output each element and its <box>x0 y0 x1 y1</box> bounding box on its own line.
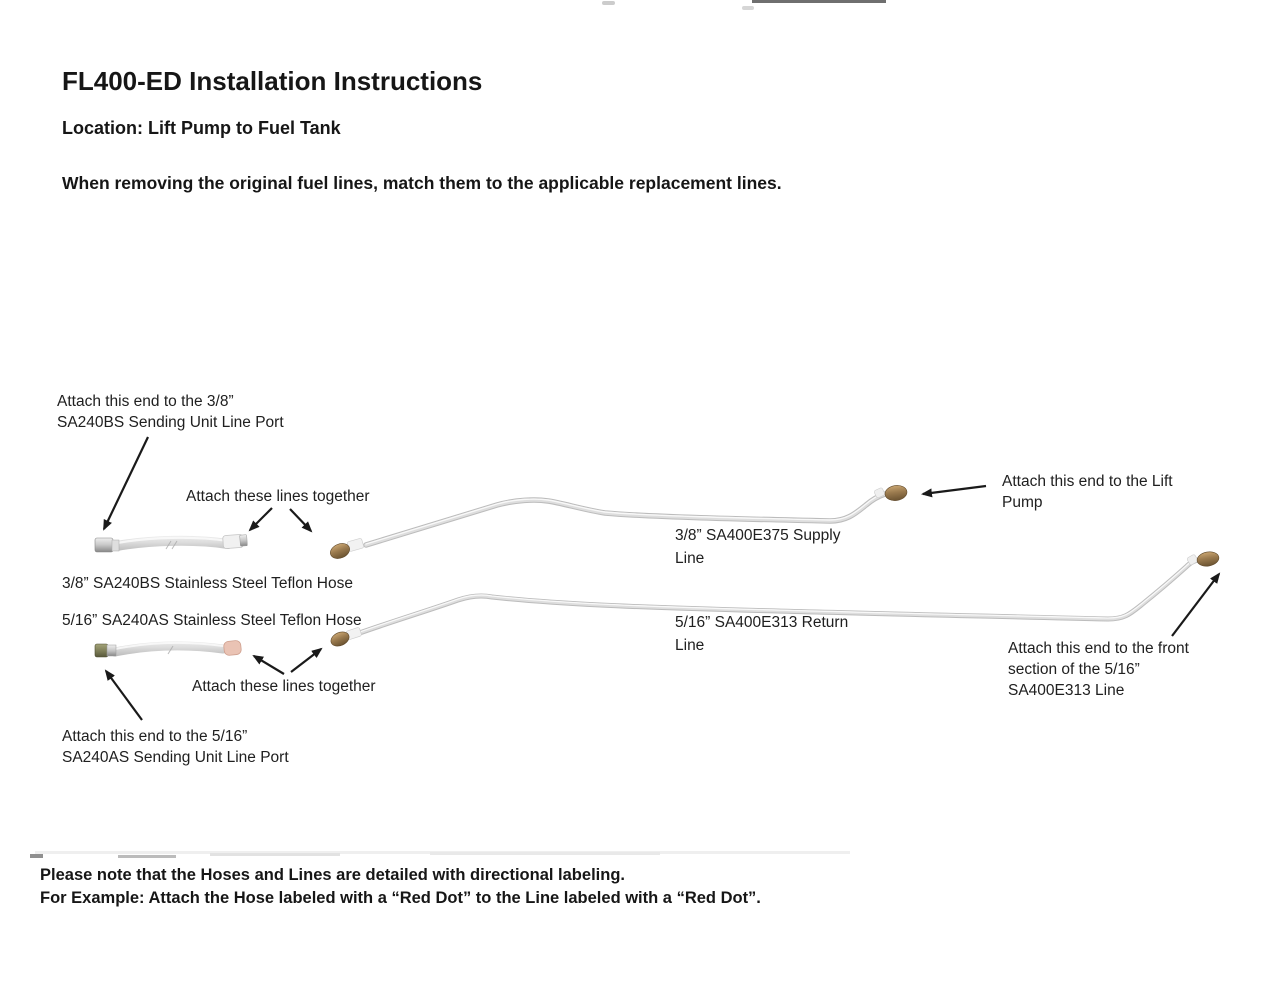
arrow-sending-unit-38 <box>103 436 149 531</box>
scan-artifact-top-bar <box>752 0 886 3</box>
arrow-attach-bottom-left <box>252 654 285 675</box>
hose-38-image <box>94 534 248 553</box>
part-label-supply-line: 3/8” SA400E375 Supply Line <box>675 527 841 567</box>
callout-sending-unit-516: Attach this end to the 5/16” SA240AS Sen… <box>62 728 289 766</box>
arrow-attach-bottom-right <box>290 647 323 673</box>
return-line-image <box>330 551 1220 647</box>
callout-attach-together-top: Attach these lines together <box>186 488 370 505</box>
directional-labeling-note: Please note that the Hoses and Lines are… <box>40 866 761 907</box>
scan-artifact-smudge-c <box>210 853 340 856</box>
scan-artifact-top-dot <box>742 6 754 10</box>
callout-sending-unit-38: Attach this end to the 3/8” SA240BS Send… <box>57 393 284 431</box>
return-line-left-fitting <box>330 631 350 647</box>
hose-516-right-fitting <box>223 640 242 656</box>
supply-line-image <box>330 485 908 559</box>
scan-artifact-top-dot2 <box>602 1 615 5</box>
part-label-hose-516: 5/16” SA240AS Stainless Steel Teflon Hos… <box>62 612 362 629</box>
return-line-right-fitting <box>1196 551 1220 567</box>
hose-38-left-fitting <box>94 537 114 553</box>
supply-line-lift-pump-fitting <box>884 485 908 501</box>
callout-lift-pump: Attach this end to the Lift Pump <box>1002 473 1173 511</box>
hose-516-image <box>94 640 242 658</box>
part-label-hose-38: 3/8” SA240BS Stainless Steel Teflon Hose <box>62 575 353 592</box>
intro-text: When removing the original fuel lines, m… <box>62 173 782 193</box>
supply-line-left-fitting <box>330 543 350 559</box>
hose-516-left-fitting <box>94 643 109 658</box>
location-heading: Location: Lift Pump to Fuel Tank <box>62 118 341 138</box>
arrow-front-section <box>1171 572 1221 637</box>
callout-front-section: Attach this end to the front section of … <box>1008 640 1189 699</box>
arrow-attach-top-left <box>248 507 273 532</box>
scan-artifact-smudge-d <box>430 852 660 855</box>
arrow-attach-top-right <box>289 508 313 533</box>
scan-artifact-smudge-a <box>30 854 43 858</box>
part-label-return-line: 5/16” SA400E313 Return Line <box>675 614 849 654</box>
page-title: FL400-ED Installation Instructions <box>62 66 483 96</box>
callout-attach-together-bottom: Attach these lines together <box>192 678 376 695</box>
arrow-sending-unit-516 <box>104 669 143 721</box>
scan-artifact-smudge-b <box>118 855 176 858</box>
arrow-lift-pump <box>921 484 987 498</box>
